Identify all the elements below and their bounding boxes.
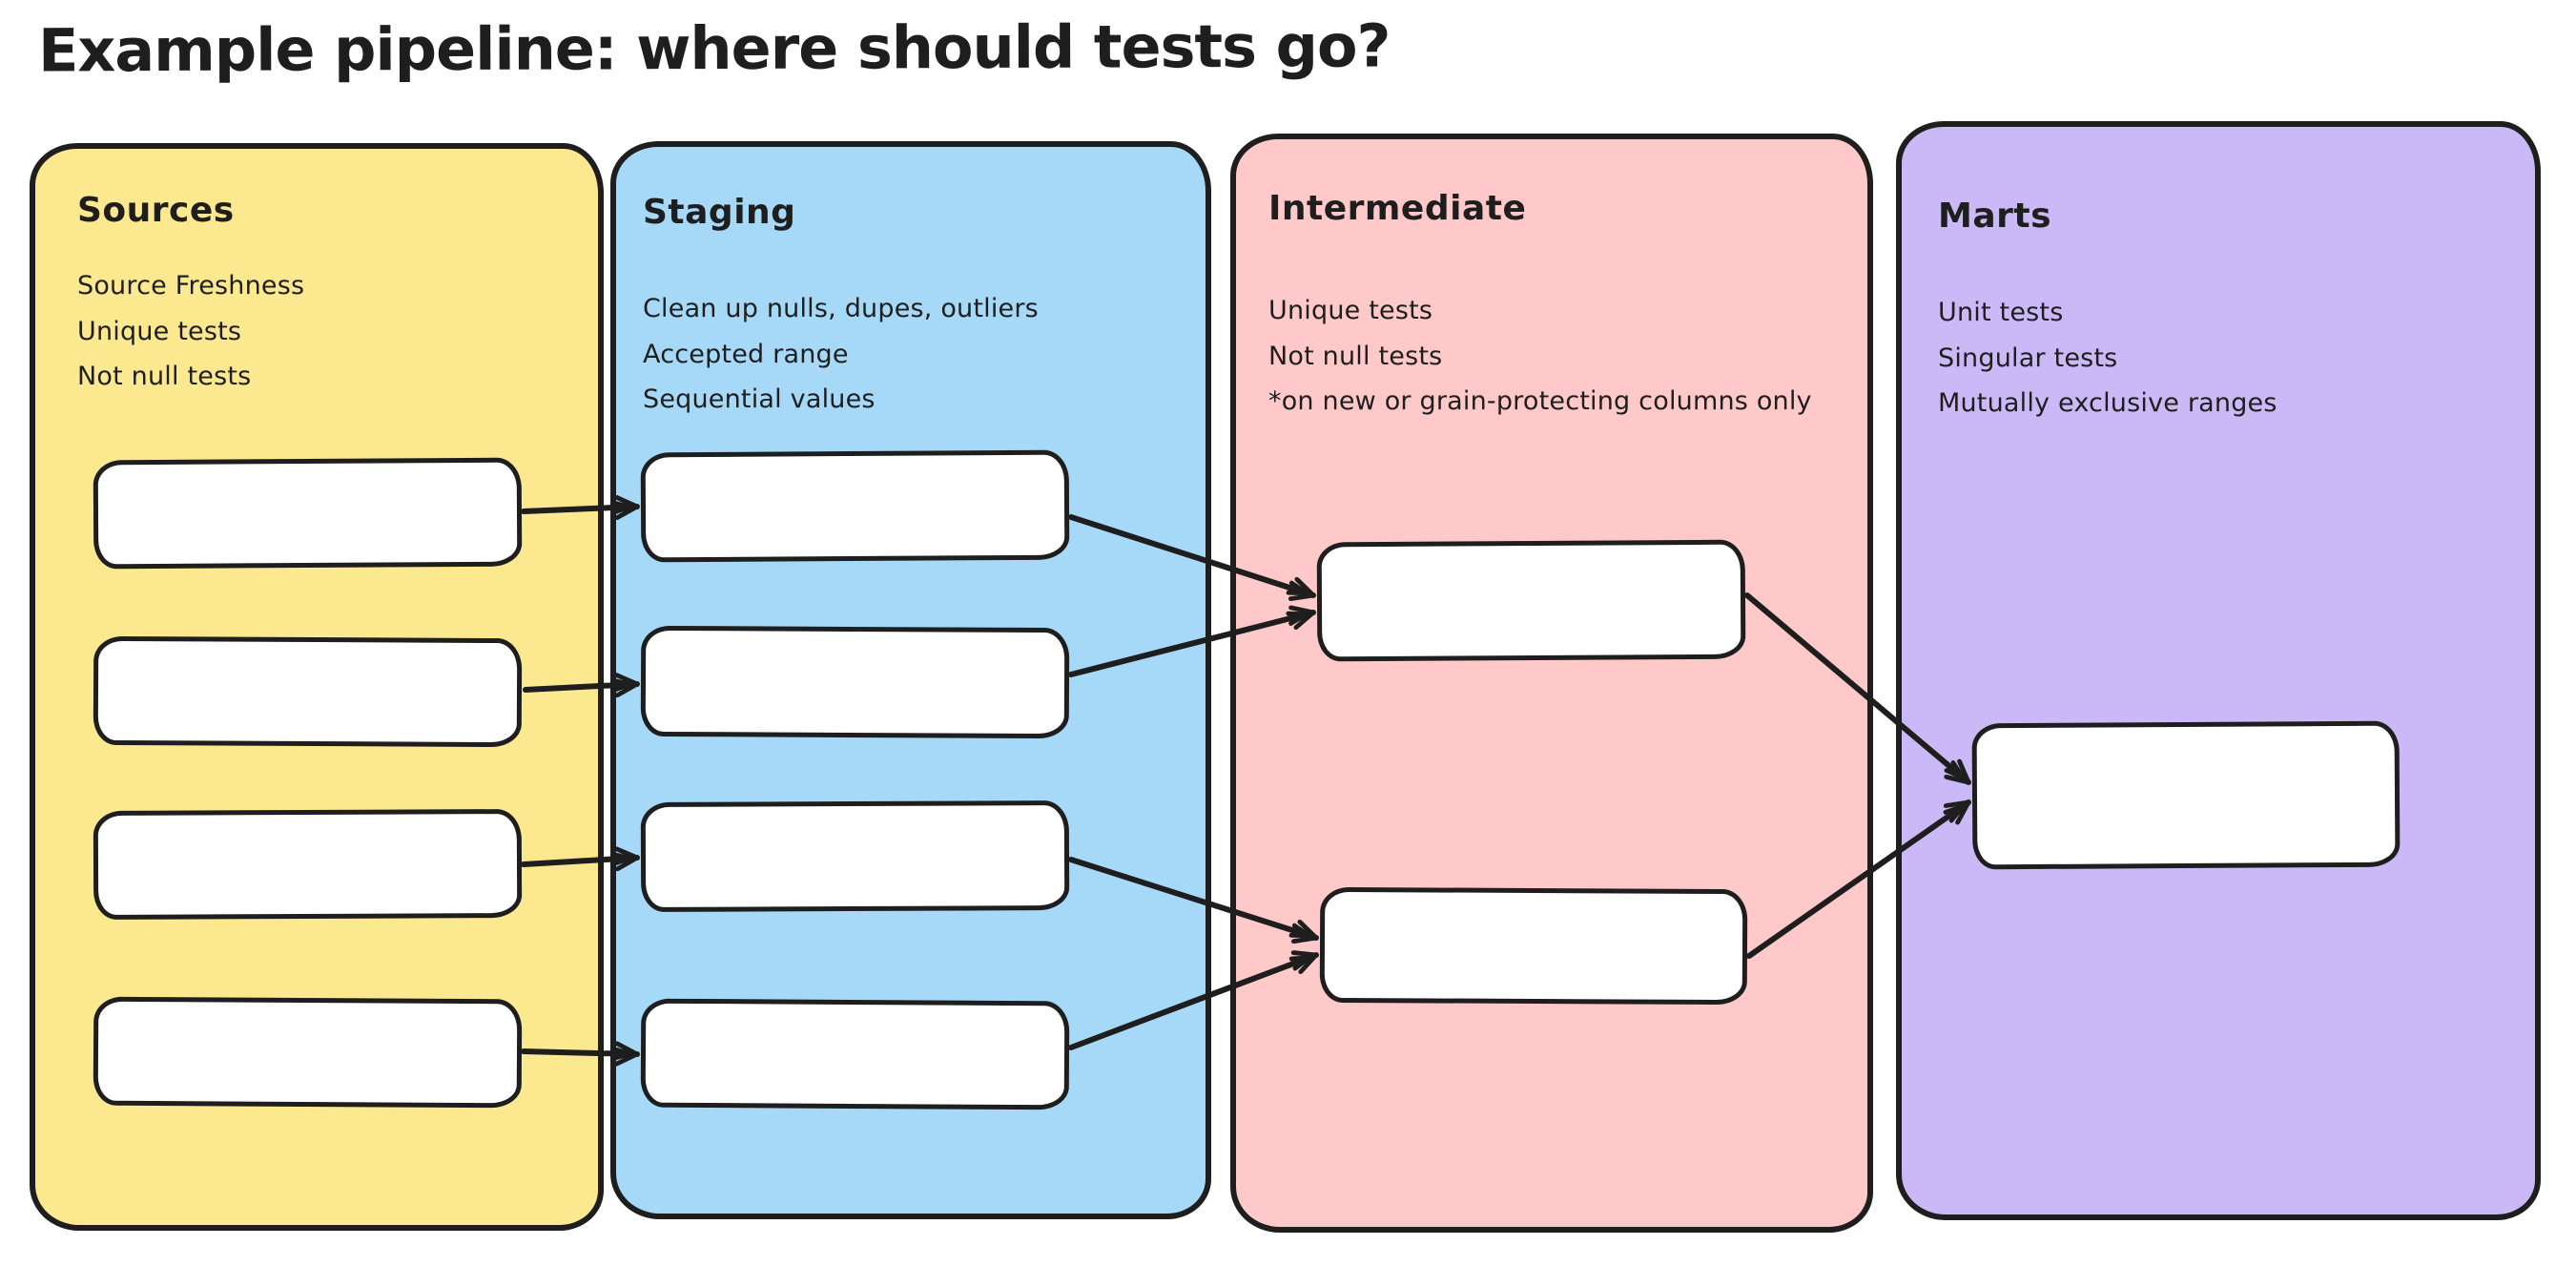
model-node-stg-4 [640,998,1070,1110]
edge-arrow-stg-2-to-int-1 [1068,612,1316,677]
panel-note-marts-3: Mutually exclusive ranges [1938,388,2277,418]
panel-note-staging-1: Clean up nulls, dupes, outliers [643,294,1039,323]
edge-arrow-src-4-to-stg-4 [521,1051,640,1054]
panel-title-sources: Sources [77,191,235,230]
model-node-stg-1 [640,449,1070,563]
panel-note-sources-1: Source Freshness [77,271,305,301]
panel-title-staging: Staging [643,193,796,232]
edge-arrow-src-2-to-stg-2 [523,684,640,690]
panel-note-intermediate-2: Not null tests [1268,341,1443,371]
model-node-stg-2 [640,625,1070,739]
panel-note-marts-1: Unit tests [1938,298,2064,327]
model-node-int-2 [1319,886,1748,1006]
model-node-src-4 [93,996,523,1109]
edge-arrow-int-1-to-mart-1 [1744,592,1971,785]
model-node-src-2 [93,635,523,748]
panel-title-marts: Marts [1938,197,2052,236]
edge-arrow-src-1-to-stg-1 [521,507,640,511]
panel-note-staging-3: Sequential values [643,384,876,414]
model-node-mart-1 [1971,720,2401,870]
panel-note-marts-2: Singular tests [1938,342,2118,373]
model-node-stg-3 [640,800,1070,912]
panel-note-intermediate-3: *on new or grain-protecting columns only [1268,386,1812,416]
panel-note-staging-2: Accepted range [643,339,849,369]
panel-marts [1896,121,2541,1220]
panel-note-intermediate-1: Unique tests [1268,296,1433,325]
edge-arrow-int-2-to-mart-1 [1746,799,1971,959]
edge-arrow-stg-4-to-int-2 [1068,955,1319,1050]
panel-note-sources-2: Unique tests [77,316,242,346]
edge-arrow-stg-1-to-int-1 [1068,514,1316,595]
edge-arrow-src-3-to-stg-3 [521,858,640,864]
model-node-src-3 [93,809,523,920]
panel-intermediate [1230,134,1873,1233]
edge-arrow-stg-3-to-int-2 [1068,857,1319,938]
panel-title-intermediate: Intermediate [1268,189,1527,228]
panel-note-sources-3: Not null tests [77,362,252,391]
model-node-src-1 [93,457,523,570]
model-node-int-1 [1316,539,1746,662]
